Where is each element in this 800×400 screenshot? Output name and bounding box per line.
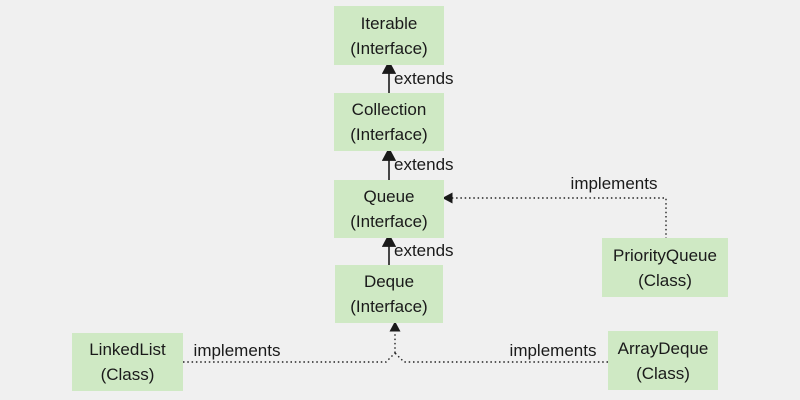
implements-line-linkedlist	[183, 352, 396, 363]
node-kind: (Interface)	[350, 38, 428, 58]
edge-label-extends-deque-queue: extends	[394, 241, 454, 260]
node-kind: (Interface)	[350, 297, 428, 316]
node-collection-interface: Collection (Interface)	[334, 93, 444, 151]
node-kind: (Class)	[636, 363, 690, 383]
node-name: Collection	[351, 100, 427, 119]
node-linkedlist-class: LinkedList (Class)	[72, 333, 183, 391]
node-kind: (Class)	[100, 365, 155, 384]
implements-arrow-priorityqueue-to-queue	[442, 192, 667, 239]
edge-label-extends-queue-collection: extends	[394, 155, 454, 174]
edge-label-extends-collection-iterable: extends	[394, 69, 454, 88]
node-iterable-interface: Iterable (Interface)	[334, 6, 444, 65]
node-name: Deque	[363, 272, 415, 291]
node-kind: (Interface)	[350, 125, 428, 144]
node-deque-interface: Deque (Interface)	[335, 265, 443, 323]
node-kind: (Interface)	[350, 212, 428, 231]
node-arraydeque-class: ArrayDeque (Class)	[608, 331, 718, 390]
node-queue-interface: Queue (Interface)	[334, 180, 444, 238]
node-name: LinkedList	[89, 340, 166, 359]
node-priorityqueue-class: PriorityQueue (Class)	[602, 238, 728, 297]
node-name: PriorityQueue	[613, 245, 717, 265]
node-name: Iterable	[360, 13, 418, 33]
edge-label-implements-priorityqueue: implements	[570, 174, 658, 193]
edge-label-implements-arraydeque: implements	[509, 341, 597, 360]
node-name: Queue	[363, 187, 415, 206]
node-kind: (Class)	[638, 270, 692, 290]
edge-label-implements-linkedlist: implements	[193, 341, 281, 360]
node-name: ArrayDeque	[617, 338, 709, 358]
